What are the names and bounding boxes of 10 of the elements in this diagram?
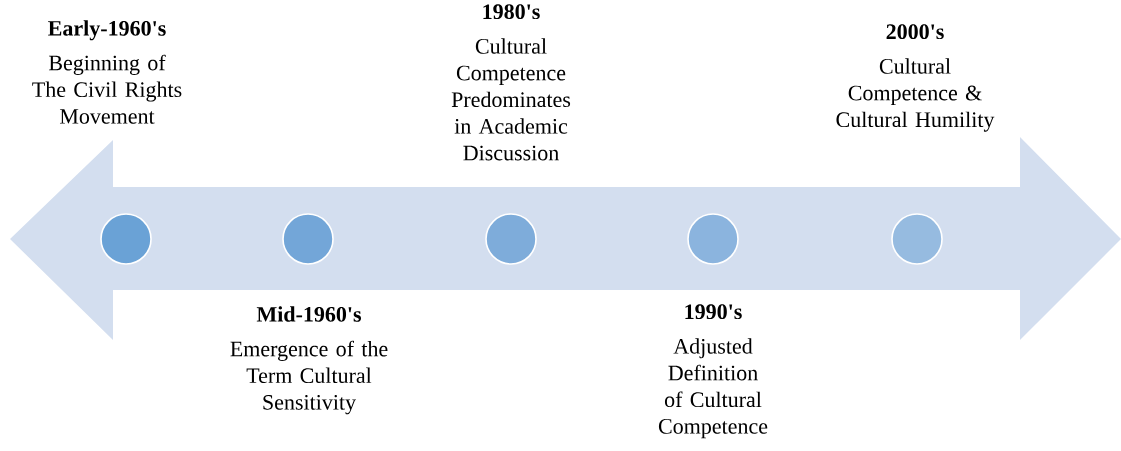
timeline-entry: Early-1960's Beginning of The Civil Rights Movement [32, 20, 182, 124]
timeline-entry: Mid-1960's Emergence of the Term Cultural Sensitivity [230, 306, 388, 415]
timeline-dot [687, 213, 739, 265]
timeline-entry: 1980's Cultural Competence Predominates in Academic Discussion [451, 4, 571, 161]
timeline-dot [485, 213, 537, 265]
timeline-dot [100, 213, 152, 265]
timeline-dot [891, 213, 943, 265]
timeline-entry: 1990's Adjusted Definition of Cultural Competence [658, 304, 768, 439]
timeline-entry: 2000's Cultural Competence & Cultural Humility [836, 24, 995, 132]
timeline-dot [282, 213, 334, 265]
